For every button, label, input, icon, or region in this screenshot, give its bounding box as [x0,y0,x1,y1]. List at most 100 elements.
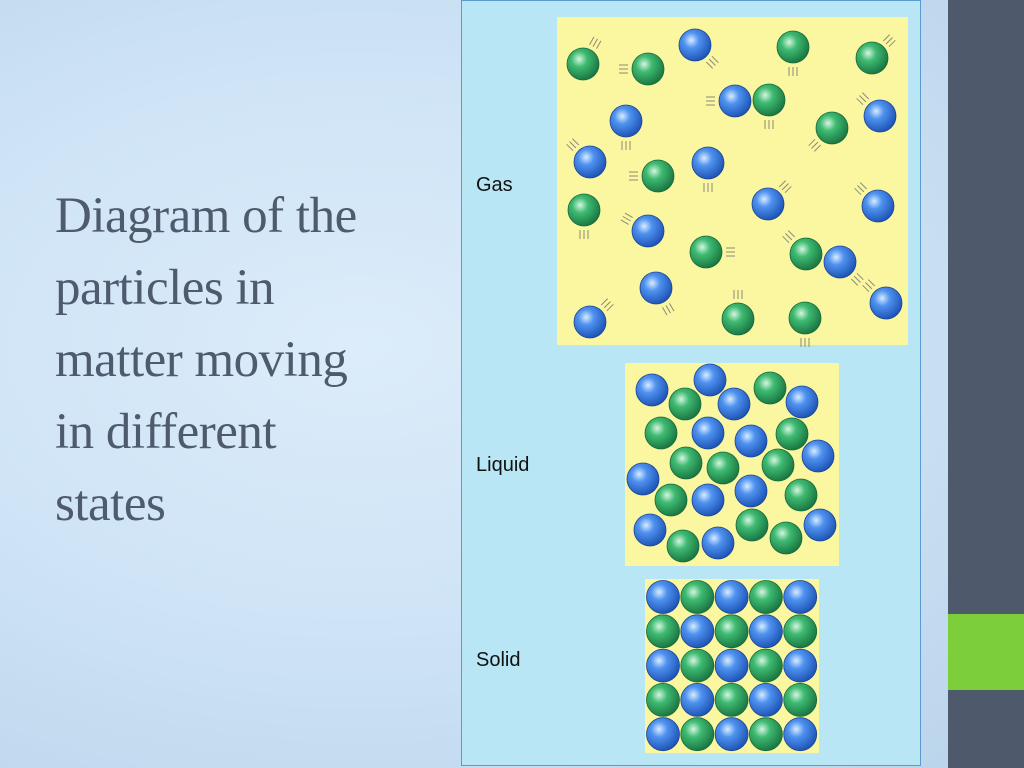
solid-particle-green [748,648,783,683]
motion-line [784,185,792,194]
motion-line [854,187,862,196]
liquid-particle-green [761,448,795,482]
liquid-particle-blue [691,483,725,517]
motion-line [813,144,822,152]
liquid-particle-green [666,529,700,563]
solid-particle-blue [680,614,715,649]
motion-line [862,284,870,293]
motion-line [571,138,580,146]
solid-particle-blue [783,717,818,752]
gas-particle-green [776,30,810,64]
liquid-particle-blue [701,526,735,560]
liquid-particle-blue [801,439,835,473]
gas-particle-blue [751,187,785,221]
solid-particle-blue [714,580,749,614]
motion-line [592,38,598,47]
gas-particle-blue [573,145,607,179]
gas-particle-blue [869,286,903,320]
solid-particle-blue [783,648,818,683]
title-line-1: Diagram of the [55,188,357,244]
motion-line [705,61,714,69]
liquid-particle-green [669,446,703,480]
motion-line [624,212,633,218]
motion-line [856,272,864,281]
gas-particle-blue [609,104,643,138]
gas-box [557,17,908,345]
liquid-particle-blue [693,363,727,397]
liquid-particle-blue [633,513,667,547]
motion-line [622,216,631,222]
motion-line [778,180,787,188]
gas-particle-blue [861,189,895,223]
solid-particle-blue [714,717,749,752]
solid-particle-green [646,683,680,717]
solid-particle-green [680,580,715,614]
motion-line [850,278,859,286]
liquid-particle-green [735,508,769,542]
liquid-particle-green [769,521,803,555]
motion-line [708,58,716,66]
liquid-particle-blue [635,373,669,407]
gas-particle-blue [863,99,897,133]
motion-line [669,303,675,312]
motion-line [620,219,629,225]
gas-particle-blue [678,28,712,62]
gas-particle-green [815,111,849,145]
solid-particle-green [714,614,749,649]
motion-line [566,143,574,152]
gas-particle-green [855,41,889,75]
gas-particle-green [752,83,786,117]
motion-line [888,39,896,48]
gas-particle-green [566,47,600,81]
gas-particle-green [721,302,755,336]
motion-line [857,185,865,193]
gas-particle-green [788,301,822,335]
slide-title: Diagram of the particles in matter movin… [55,180,455,540]
liquid-particle-green [706,451,740,485]
motion-line [606,303,614,312]
particle-diagram-svg [557,17,908,753]
states-of-matter-diagram: Gas Liquid Solid [461,0,921,766]
solid-particle-blue [646,648,680,683]
motion-line [811,141,819,149]
solid-particle-blue [783,580,818,614]
title-line-4: in different [55,404,277,460]
solid-particle-green [783,683,818,717]
gas-particles [566,28,903,339]
motion-line [865,282,873,290]
motion-line [853,275,861,283]
liquid-particle-green [654,483,688,517]
solid-particle-blue [646,580,680,614]
gas-particle-green [631,52,665,86]
liquid-particle-green [784,478,818,512]
state-label-gas: Gas [476,174,513,196]
liquid-particle-blue [785,385,819,419]
motion-line [596,40,602,49]
motion-line [785,233,793,241]
liquid-particle-blue [803,508,837,542]
solid-particle-green [680,717,715,752]
motion-line [859,95,867,103]
motion-line [882,34,891,42]
motion-line [856,97,864,106]
liquid-particle-green [644,416,678,450]
gas-particle-blue [823,245,857,279]
motion-line [861,92,870,100]
motion-line [665,305,671,314]
motion-line [885,37,893,45]
liquid-particles [626,363,837,563]
solid-particle-green [748,717,783,752]
solid-particles [646,580,818,752]
motion-line [589,36,595,45]
motion-line [569,141,577,149]
gas-particle-green [641,159,675,193]
solid-particle-blue [680,683,715,717]
solid-particle-blue [646,717,680,752]
gas-particle-green [789,237,823,271]
state-label-liquid: Liquid [476,454,530,476]
motion-line [662,307,668,316]
liquid-particle-blue [734,474,768,508]
motion-line [787,230,796,238]
motion-line [600,298,609,306]
motion-line [867,279,876,287]
